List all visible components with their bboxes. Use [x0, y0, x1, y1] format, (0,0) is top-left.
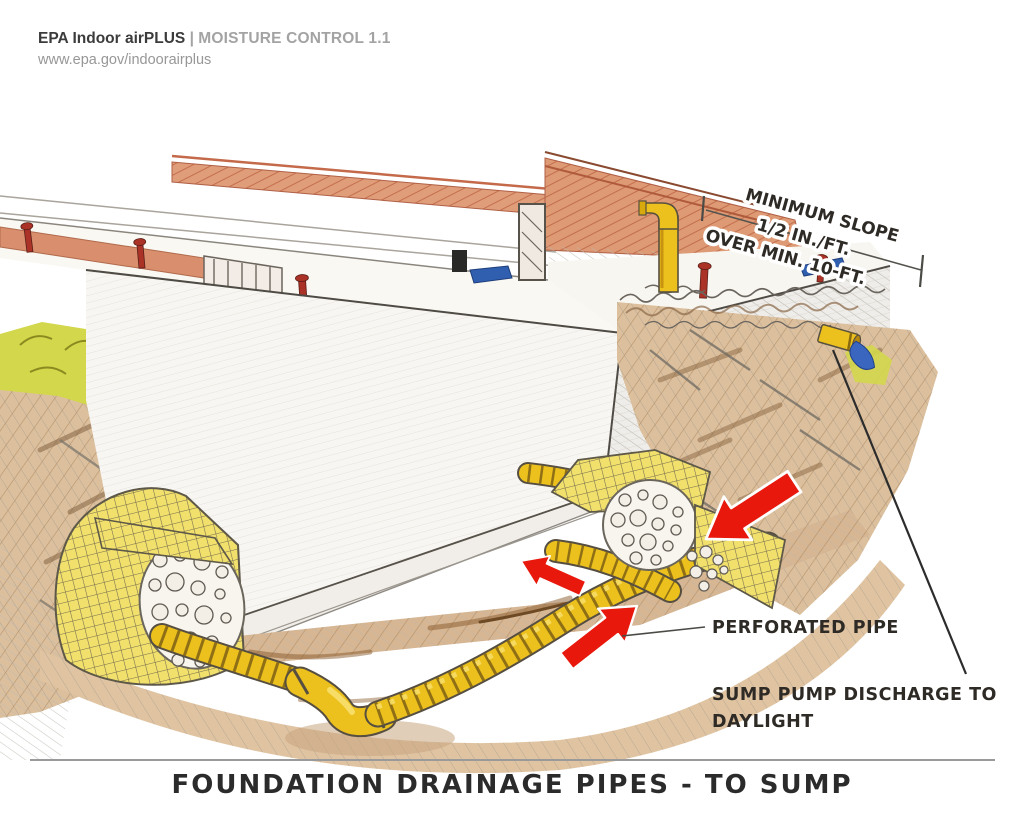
doc-title: MOISTURE CONTROL 1.1 [198, 30, 391, 47]
anchor-bolts [20, 222, 829, 309]
header-line: EPA Indoor airPLUS | MOISTURE CONTROL 1.… [38, 28, 391, 50]
foreground-soil [40, 510, 905, 774]
footer-divider [30, 759, 995, 761]
drainage-pipes [54, 449, 787, 728]
figure-title: FOUNDATION DRAINAGE PIPES - TO SUMP [171, 770, 853, 800]
sump-leader-line [831, 349, 968, 675]
perforated-leader-line [621, 626, 706, 637]
gravel-stones-wrap [686, 545, 729, 592]
water-splash [849, 340, 876, 370]
callouts: PERFORATED PIPE SUMP PUMP DISCHARGE TO D… [621, 349, 997, 732]
sump-discharge-riser [638, 200, 706, 294]
header: EPA Indoor airPLUS | MOISTURE CONTROL 1.… [38, 28, 391, 71]
gravel-stones-right [610, 489, 684, 566]
sill-sealer-2 [469, 265, 513, 284]
floor-framing-left [171, 154, 563, 217]
perforated-pipe-label: PERFORATED PIPE [712, 618, 899, 638]
sump-label-line1: SUMP PUMP DISCHARGE TO [712, 685, 997, 705]
rim-step-hatch [521, 211, 543, 273]
header-separator: | [189, 30, 194, 47]
joist-end-sketch [452, 250, 467, 272]
sump-label-line2: DAYLIGHT [712, 712, 814, 732]
header-url: www.epa.gov/indoorairplus [38, 52, 212, 69]
brand-text: EPA Indoor airPLUS [38, 30, 186, 47]
wall-top-left [0, 218, 622, 333]
bank-rubble [619, 284, 886, 329]
riser-elbow [644, 202, 679, 230]
daylight-outlet [817, 324, 876, 370]
